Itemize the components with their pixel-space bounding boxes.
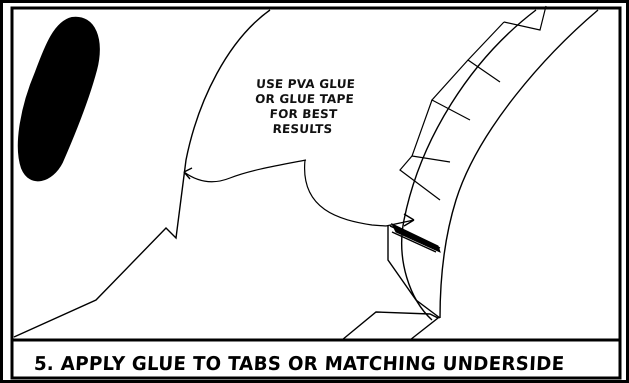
ear-blob — [17, 16, 100, 182]
arrow-right-line — [304, 159, 387, 227]
note-line-4: RESULTS — [272, 122, 333, 136]
tab-1 — [503, 5, 547, 31]
arrow-left-head — [183, 167, 193, 180]
underside-tab-fill — [390, 222, 441, 253]
bottom-tab — [341, 311, 440, 341]
note-line-1: USE PVA GLUE — [255, 77, 356, 91]
body-outline-left — [13, 9, 271, 338]
arrow-right-head — [385, 213, 415, 227]
note-line-2: OR GLUE TAPE — [254, 92, 355, 106]
glue-note: USE PVA GLUE OR GLUE TAPE FOR BEST RESUL… — [246, 77, 362, 137]
model-inner-arc — [401, 9, 537, 321]
tab-5 — [399, 155, 441, 201]
tab-4 — [411, 99, 451, 163]
arrow-left-line — [183, 159, 307, 183]
tab-3 — [431, 59, 471, 121]
model-outer-arc — [439, 9, 599, 319]
note-line-3: FOR BEST — [269, 107, 338, 121]
step-caption: 5. APPLY GLUE TO TABS OR MATCHING UNDERS… — [33, 353, 565, 375]
inner-frame — [10, 6, 622, 380]
